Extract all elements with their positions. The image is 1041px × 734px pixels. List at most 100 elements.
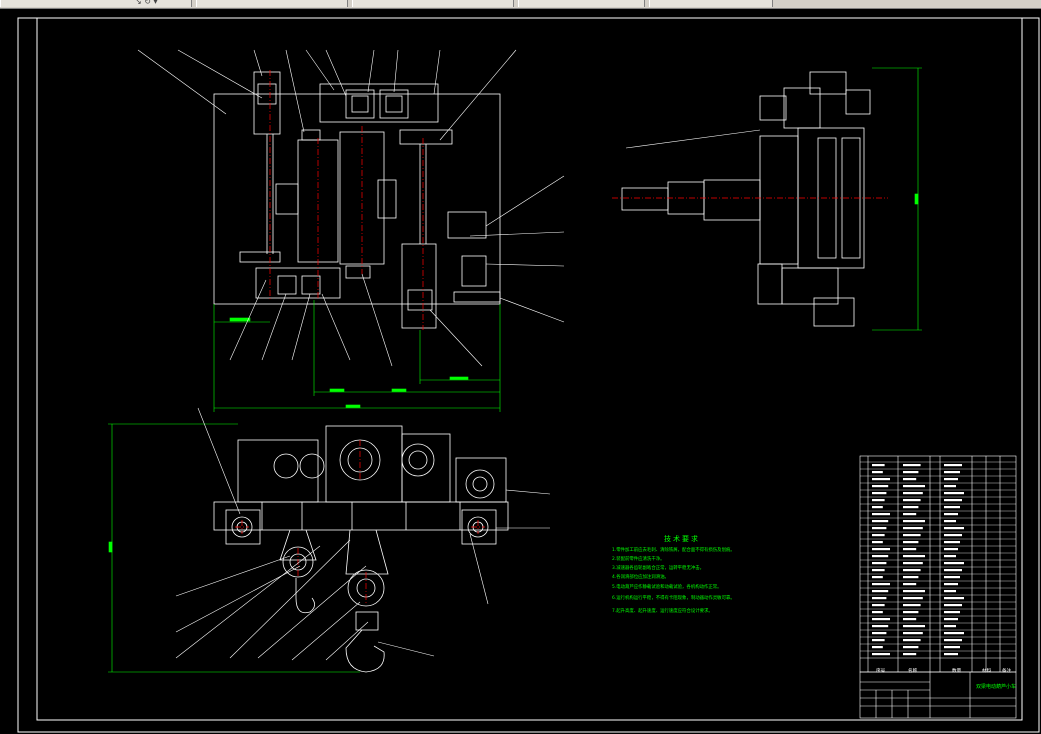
toolbar-segment[interactable] bbox=[352, 0, 514, 7]
side-view-leader bbox=[625, 129, 761, 149]
table-cell-text bbox=[903, 513, 917, 516]
table-cell-text bbox=[903, 632, 923, 635]
table-cell-text bbox=[903, 597, 923, 600]
table-cell-text bbox=[872, 478, 890, 481]
table-header-cell: 数量 bbox=[952, 669, 962, 674]
table-cell-text bbox=[903, 611, 919, 614]
table-cell-text bbox=[872, 555, 889, 558]
table-cell-text bbox=[944, 534, 962, 537]
table-cell-text bbox=[944, 576, 960, 579]
table-cell-text bbox=[872, 471, 883, 474]
technical-note: 3.减速器各齿轮副啮合正常，运转平稳无冲击。 bbox=[612, 566, 705, 571]
table-cell-text bbox=[944, 513, 958, 516]
technical-note: 4.各润滑部位应加注润滑油。 bbox=[612, 575, 669, 580]
front-gearbox-middle bbox=[325, 425, 403, 503]
table-cell-text bbox=[872, 527, 887, 530]
table-header-cell: 名称 bbox=[908, 669, 918, 674]
front-view bbox=[213, 425, 509, 673]
table-cell-text bbox=[903, 569, 921, 572]
technical-note: 5.电动葫芦应作静载试验和动载试验，各机构动作正常。 bbox=[612, 585, 722, 590]
gearbox-shaft-a bbox=[345, 89, 375, 119]
table-cell-text bbox=[944, 506, 960, 509]
table-cell-text bbox=[944, 646, 960, 649]
table-cell-text bbox=[944, 604, 962, 607]
table-cell-text bbox=[944, 541, 960, 544]
table-cell-text bbox=[872, 597, 887, 600]
table-cell-text bbox=[903, 485, 925, 488]
table-cell-text bbox=[944, 478, 958, 481]
hook-block-right bbox=[355, 611, 379, 631]
table-cell-text bbox=[944, 527, 964, 530]
technical-notes-title: 技术要求 bbox=[664, 535, 700, 543]
table-cell-text bbox=[872, 646, 883, 649]
toolbar-segment[interactable]: ↘ ↻ ▾ bbox=[0, 0, 192, 7]
table-cell-text bbox=[903, 492, 923, 495]
table-cell-text bbox=[944, 492, 964, 495]
toolbar-glyphs: ↘ ↻ ▾ bbox=[135, 0, 158, 6]
cad-drawing-canvas[interactable]: 技术要求 1.零件加工前应去毛刺、清除铁屑，配合面不得有损伤及划痕。 2.装配前… bbox=[0, 8, 1041, 734]
table-cell-text bbox=[903, 576, 919, 579]
hook-left bbox=[295, 578, 315, 614]
technical-note: 2.装配前零件应清洗干净。 bbox=[612, 557, 665, 562]
table-cell-text bbox=[872, 541, 883, 544]
table-cell-text bbox=[944, 590, 956, 593]
front-view-centerlines bbox=[235, 440, 485, 604]
side-motor-bottom bbox=[813, 297, 855, 327]
table-cell-text bbox=[944, 562, 964, 565]
table-header-cell: 序号 bbox=[876, 669, 886, 674]
table-cell-text bbox=[872, 499, 885, 502]
gearbox-bottom bbox=[255, 267, 341, 299]
coupling-b bbox=[399, 129, 453, 145]
side-bracket-bottom bbox=[781, 267, 839, 305]
side-wheel-top bbox=[759, 95, 787, 121]
drum-label-plate-b bbox=[377, 179, 397, 219]
parts-list-rows bbox=[860, 461, 1016, 656]
top-view bbox=[213, 71, 501, 329]
table-header-cell: 材料 bbox=[982, 669, 992, 674]
toolbar-segment[interactable] bbox=[196, 0, 348, 7]
table-cell-text bbox=[903, 562, 923, 565]
trolley-frame-outline bbox=[213, 93, 501, 305]
title-block bbox=[859, 671, 1017, 719]
table-cell-text bbox=[944, 597, 964, 600]
table-cell-text bbox=[903, 541, 919, 544]
table-cell-text bbox=[872, 653, 890, 656]
table-cell-text bbox=[944, 555, 956, 558]
table-cell-text bbox=[944, 499, 962, 502]
technical-note: 1.零件加工前应去毛刺、清除铁屑，配合面不得有损伤及划痕。 bbox=[612, 548, 735, 553]
toolbar-segment[interactable] bbox=[649, 0, 773, 7]
table-cell-text bbox=[872, 513, 890, 516]
table-cell-text bbox=[903, 653, 917, 656]
front-view-leaders bbox=[175, 407, 551, 661]
table-cell-text bbox=[872, 569, 885, 572]
table-cell-text bbox=[944, 471, 960, 474]
toolbar-segment[interactable] bbox=[518, 0, 645, 7]
table-cell-text bbox=[872, 639, 885, 642]
technical-note: 7.起升高度、起升速度、运行速度应符合设计要求。 bbox=[612, 609, 713, 614]
side-hook-block bbox=[621, 187, 669, 211]
table-cell-text bbox=[872, 618, 890, 621]
table-cell-text bbox=[872, 583, 890, 586]
table-cell-text bbox=[944, 618, 958, 621]
table-cell-text bbox=[872, 548, 890, 551]
table-cell-text bbox=[872, 604, 885, 607]
table-cell-text bbox=[944, 611, 960, 614]
motor-right bbox=[401, 243, 437, 329]
table-cell-text bbox=[944, 583, 958, 586]
coupling-a bbox=[301, 129, 321, 141]
drum-label-plate-a bbox=[275, 183, 299, 215]
table-cell-text bbox=[903, 639, 921, 642]
table-cell-text bbox=[903, 590, 925, 593]
table-cell-text bbox=[872, 576, 883, 579]
gearbox-top bbox=[319, 83, 439, 123]
table-cell-text bbox=[872, 590, 889, 593]
table-cell-text bbox=[872, 625, 889, 628]
table-cell-text bbox=[903, 527, 923, 530]
table-header-cell: 备注 bbox=[1002, 669, 1012, 674]
table-cell-text bbox=[903, 548, 917, 551]
table-cell-text bbox=[903, 625, 925, 628]
brake-base bbox=[453, 291, 501, 303]
side-wheel-bottom bbox=[757, 263, 783, 305]
brake-unit bbox=[447, 211, 487, 239]
table-cell-text bbox=[872, 611, 883, 614]
